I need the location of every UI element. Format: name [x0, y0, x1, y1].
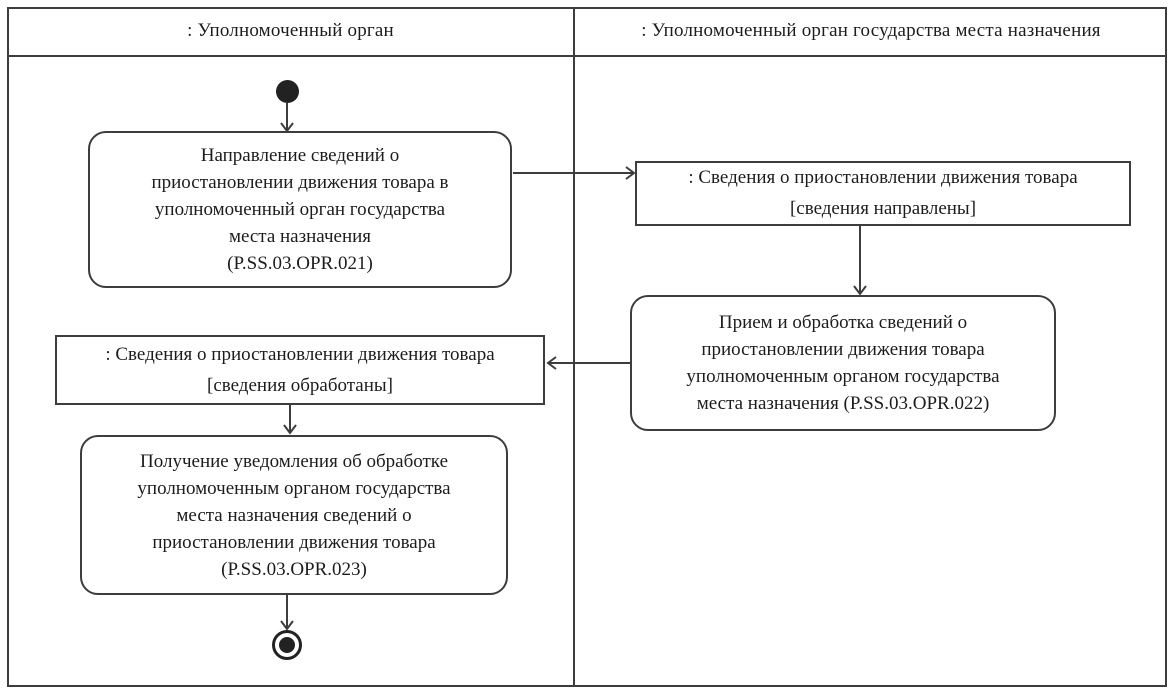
initial-node-icon [276, 80, 299, 103]
final-node-inner-dot [279, 637, 295, 653]
activity-box-opr-022: Прием и обработка сведений о приостановл… [630, 295, 1056, 431]
swimlane-header-authorized-body: : Уполномоченный орган [7, 7, 574, 57]
arrow-activity-023-to-final [280, 595, 294, 631]
object-title-processed: : Сведения о приостановлении движения то… [105, 343, 495, 365]
activity-label-opr-022: Прием и обработка сведений о приостановл… [686, 312, 1000, 414]
activity-box-opr-021: Направление сведений о приостановлении д… [88, 131, 512, 288]
final-node-icon [272, 630, 302, 660]
object-title-sent: : Сведения о приостановлении движения то… [688, 167, 1078, 188]
arrow-object-sent-to-activity-022 [853, 226, 867, 296]
swimlane-header-destination-authorized-body: : Уполномоченный орган государства места… [575, 7, 1167, 57]
swimlane-title-destination-authorized-body: : Уполномоченный орган государства места… [641, 20, 1101, 41]
activity-label-opr-023: Получение уведомления об обработке уполн… [137, 450, 451, 580]
arrow-initial-to-activity-021 [280, 103, 294, 133]
lane-divider [573, 7, 575, 687]
activity-label-opr-021: Направление сведений о приостановлении д… [151, 145, 449, 274]
object-state-sent: [сведения направлены] [789, 198, 977, 219]
diagram-frame [7, 7, 1167, 687]
arrow-activity-022-to-object-processed [546, 356, 630, 370]
object-node-goods-suspension-sent: : Сведения о приостановлении движения то… [635, 161, 1131, 226]
object-node-goods-suspension-processed: : Сведения о приостановлении движения то… [55, 335, 545, 405]
activity-box-opr-023: Получение уведомления об обработке уполн… [80, 435, 508, 595]
arrow-object-processed-to-activity-023 [283, 405, 297, 435]
swimlane-title-authorized-body: : Уполномоченный орган [187, 20, 394, 41]
object-state-processed: [сведения обработаны] [207, 374, 393, 396]
arrow-activity-021-to-object-sent [513, 166, 636, 180]
